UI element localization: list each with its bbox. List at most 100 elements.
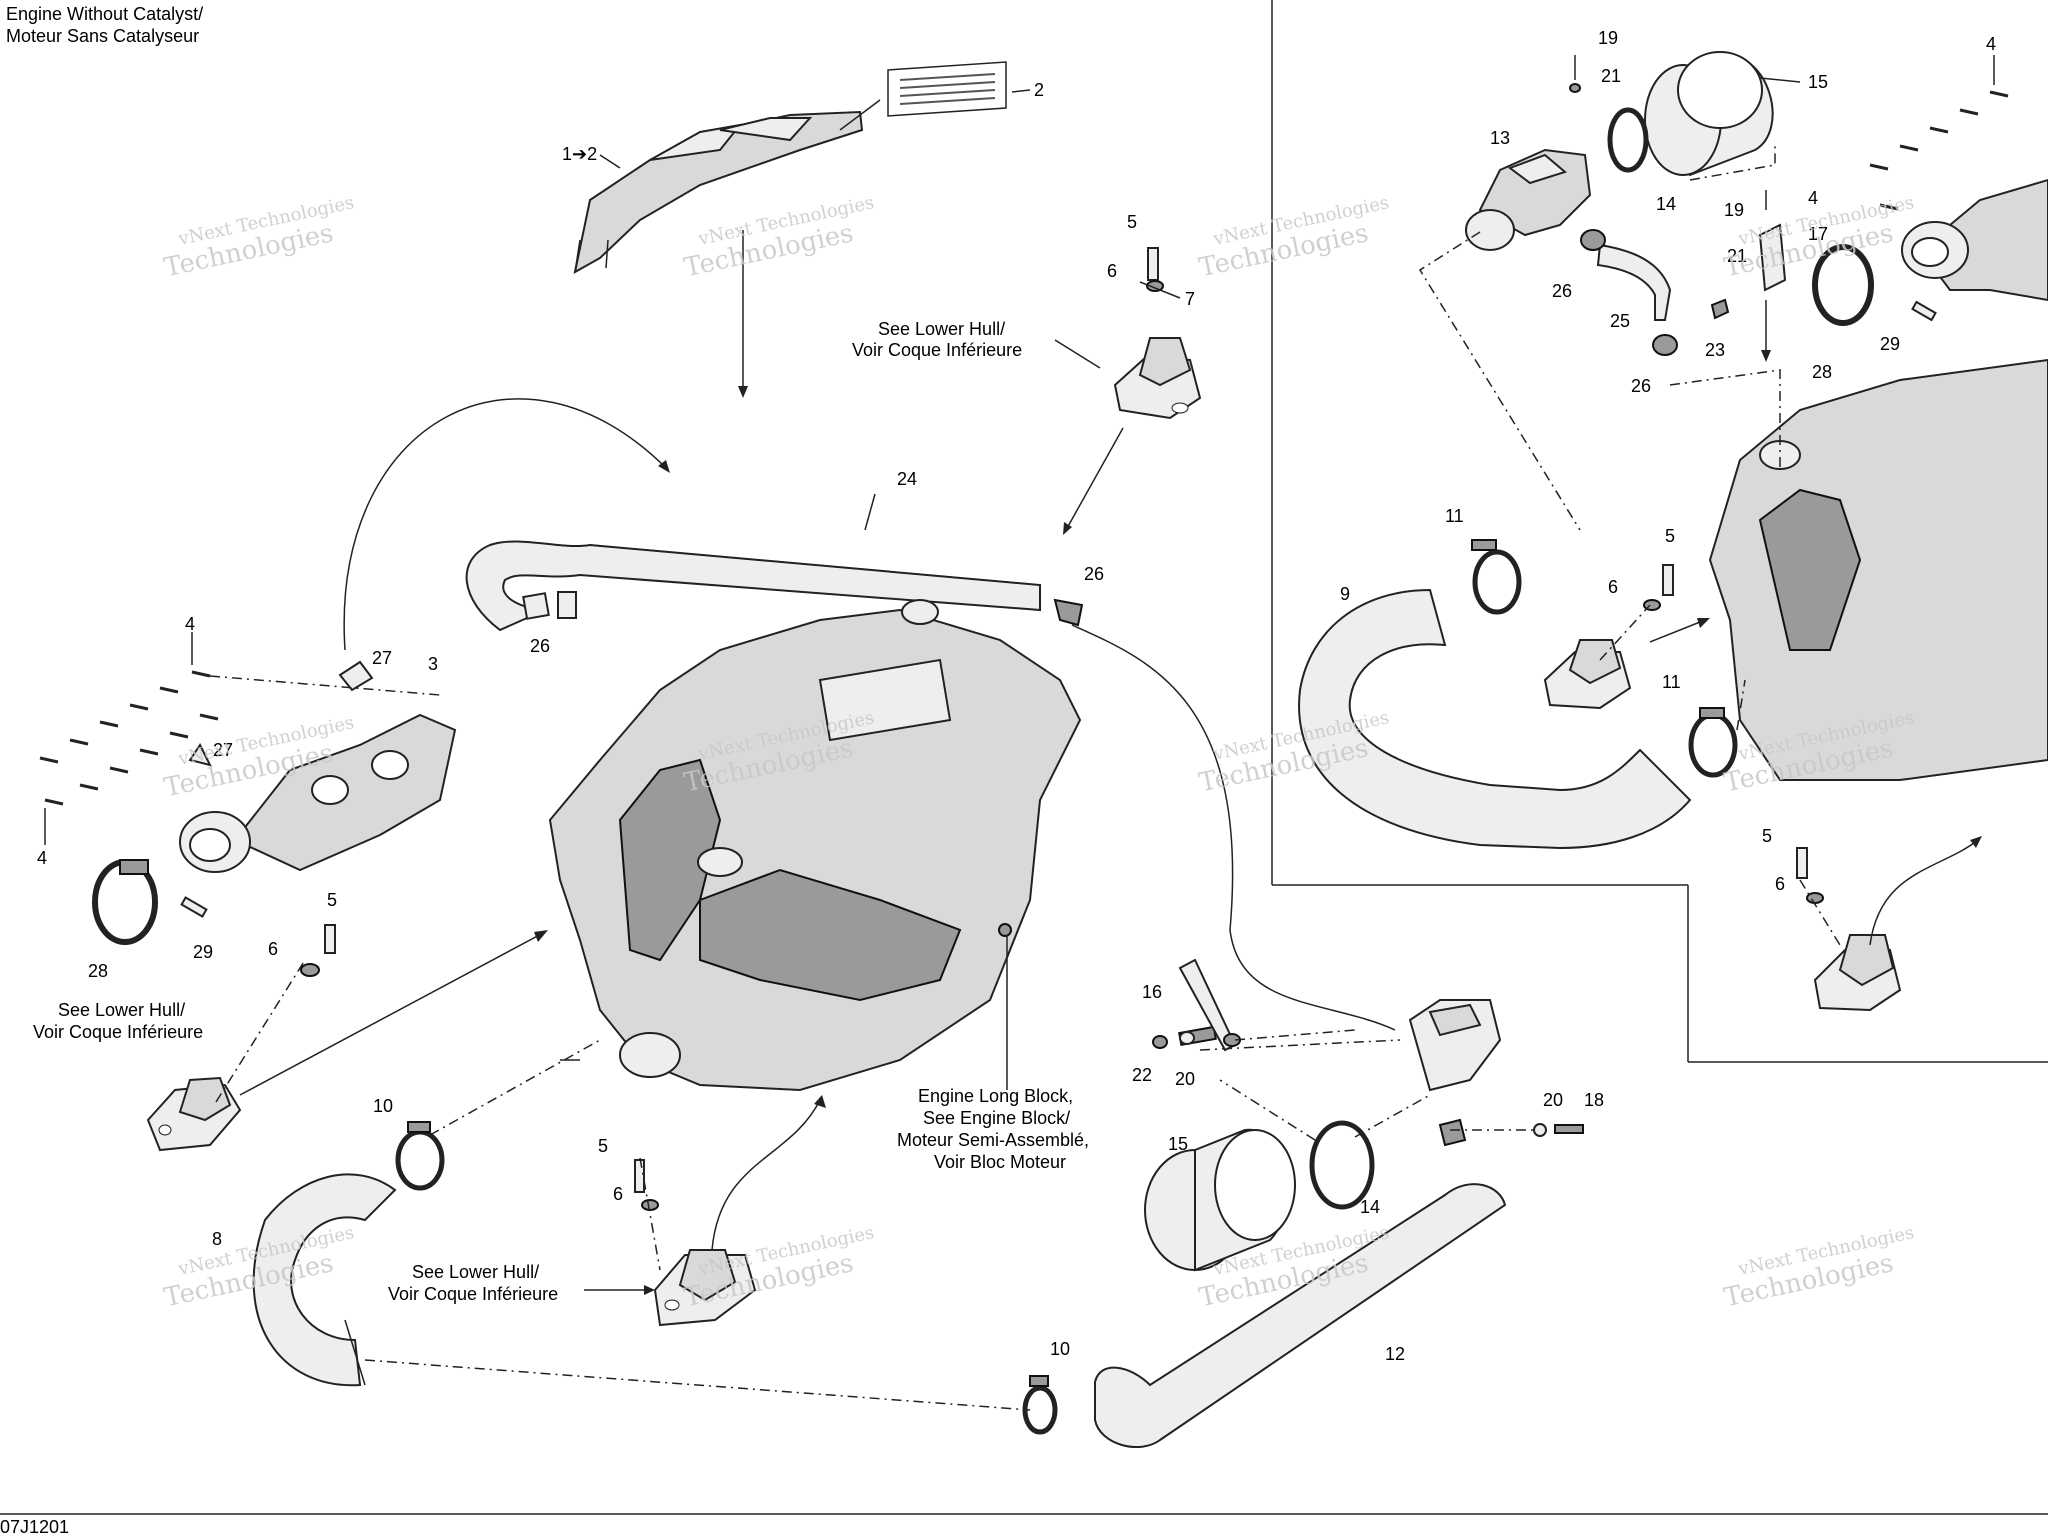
hose-clamp-icon bbox=[92, 859, 208, 945]
callout-1-2: 1➔2 bbox=[562, 144, 597, 164]
intake-manifold-icon bbox=[179, 660, 457, 873]
inset-mount-2-icon bbox=[1813, 934, 1902, 1012]
inset-frame bbox=[1271, 0, 2048, 1063]
inset-intake-icon bbox=[1901, 178, 2048, 302]
callout-9: 9 bbox=[1340, 584, 1350, 604]
callout-11-bottom: 11 bbox=[1662, 672, 1681, 692]
callout-5-center: 5 bbox=[598, 1136, 608, 1156]
callout-26-inset-bottom: 26 bbox=[1631, 376, 1651, 396]
hose-9-icon bbox=[1298, 588, 1692, 850]
note-lower-hull-top-1: See Lower Hull/ bbox=[878, 319, 1005, 339]
watermark-group: vNext Technologies Technologies vNext Te… bbox=[161, 192, 1915, 1313]
engine-cover-icon bbox=[573, 110, 864, 274]
callout-4-left-bottom: 4 bbox=[37, 848, 47, 868]
callout-26-inset-top: 26 bbox=[1552, 281, 1572, 301]
drawing-code: 07J1201 bbox=[0, 1517, 69, 1536]
callout-29-inset: 29 bbox=[1880, 334, 1900, 354]
bolt-set-icon bbox=[39, 670, 219, 806]
bracket-16-icon bbox=[1178, 958, 1241, 1052]
inset-bolt-set-icon bbox=[1869, 90, 2009, 211]
inset-clamp-11-bottom-icon bbox=[1688, 707, 1738, 778]
inset-engine-icon bbox=[1708, 358, 2048, 781]
callout-5-top: 5 bbox=[1127, 212, 1137, 232]
callout-21-top: 21 bbox=[1601, 66, 1621, 86]
inset-mount-1-icon bbox=[1543, 639, 1632, 710]
callout-20-left: 20 bbox=[1175, 1069, 1195, 1089]
note-lower-hull-center-1: See Lower Hull/ bbox=[412, 1262, 539, 1282]
callout-10-left: 10 bbox=[373, 1096, 393, 1116]
note-lower-hull-center-2: Voir Coque Inférieure bbox=[388, 1284, 558, 1304]
engine-mount-icon bbox=[146, 1076, 242, 1152]
inset-air-filter-icon bbox=[1644, 51, 1774, 177]
callout-26-right: 26 bbox=[1084, 564, 1104, 584]
note-lower-hull-left-2: Voir Coque Inférieure bbox=[33, 1022, 203, 1042]
callout-23: 23 bbox=[1705, 340, 1725, 360]
note-engine-block-1: Engine Long Block, bbox=[918, 1086, 1073, 1106]
callout-28-inset: 28 bbox=[1812, 362, 1832, 382]
callout-10-bottom: 10 bbox=[1050, 1339, 1070, 1359]
inset-clamp-11-top-icon bbox=[1471, 539, 1522, 615]
bracket-icon bbox=[1710, 223, 1787, 320]
callout-17: 17 bbox=[1808, 224, 1828, 244]
inset-clamp-14-icon bbox=[1607, 107, 1649, 173]
callout-26-left: 26 bbox=[530, 636, 550, 656]
callout-5-left: 5 bbox=[327, 890, 337, 910]
callout-28-left: 28 bbox=[88, 961, 108, 981]
callout-4-inset: 4 bbox=[1808, 188, 1818, 208]
air-box-icon bbox=[1178, 999, 1502, 1147]
callout-5-inset-bottom: 5 bbox=[1762, 826, 1772, 846]
callout-15-bottom: 15 bbox=[1168, 1134, 1188, 1154]
callout-3: 3 bbox=[428, 654, 438, 674]
callout-6-top: 6 bbox=[1107, 261, 1117, 281]
note-lower-hull-top-2: Voir Coque Inférieure bbox=[852, 340, 1022, 360]
callout-6-center: 6 bbox=[613, 1184, 623, 1204]
callout-19-inset: 19 bbox=[1724, 200, 1744, 220]
engine-block-icon bbox=[548, 599, 1082, 1092]
note-engine-block-3: Moteur Semi-Assemblé, bbox=[897, 1130, 1089, 1150]
clamp-10-bottom-icon bbox=[1022, 1375, 1058, 1435]
callout-22: 22 bbox=[1132, 1065, 1152, 1085]
callout-14-bottom: 14 bbox=[1360, 1197, 1380, 1217]
callout-5-inset: 5 bbox=[1665, 526, 1675, 546]
callout-25: 25 bbox=[1610, 311, 1630, 331]
mount-bolt-icon bbox=[300, 924, 336, 977]
hose-24-icon bbox=[465, 540, 1084, 632]
callout-16: 16 bbox=[1142, 982, 1162, 1002]
callout-19-top: 19 bbox=[1598, 28, 1618, 48]
callout-11-top: 11 bbox=[1445, 506, 1464, 526]
note-engine-block-2: See Engine Block/ bbox=[923, 1108, 1070, 1128]
diagram-title-line1: Engine Without Catalyst/ bbox=[6, 4, 203, 24]
callout-27-top: 27 bbox=[372, 648, 392, 668]
callout-7: 7 bbox=[1185, 289, 1195, 309]
callout-14-inset: 14 bbox=[1656, 194, 1676, 214]
callout-4-left-top: 4 bbox=[185, 614, 195, 634]
callout-6-inset-bottom: 6 bbox=[1775, 874, 1785, 894]
diagram-title-line2: Moteur Sans Catalyseur bbox=[6, 26, 199, 46]
callout-12: 12 bbox=[1385, 1344, 1405, 1364]
throttle-housing-icon bbox=[1465, 148, 1592, 251]
callout-13: 13 bbox=[1490, 128, 1510, 148]
note-lower-hull-left-1: See Lower Hull/ bbox=[58, 1000, 185, 1020]
mount-bolt-center-icon bbox=[634, 1159, 659, 1211]
inset-clamp-28-icon bbox=[1812, 244, 1937, 326]
callout-2: 2 bbox=[1034, 80, 1044, 100]
callout-8: 8 bbox=[212, 1229, 222, 1249]
callout-6-inset: 6 bbox=[1608, 577, 1618, 597]
callout-21-inset: 21 bbox=[1727, 246, 1747, 266]
callout-24: 24 bbox=[897, 469, 917, 489]
callout-4-inset-top: 4 bbox=[1986, 34, 1996, 54]
callout-15-inset: 15 bbox=[1808, 72, 1828, 92]
callout-6-left: 6 bbox=[268, 939, 278, 959]
note-engine-block-4: Voir Bloc Moteur bbox=[934, 1152, 1066, 1172]
vent-hose-icon bbox=[1580, 229, 1678, 356]
warning-label-icon bbox=[887, 61, 1007, 117]
clamp-10-left-icon bbox=[395, 1121, 445, 1191]
engine-mount-center-icon bbox=[653, 1249, 757, 1327]
clamp-14-icon bbox=[1309, 1120, 1375, 1210]
callout-18: 18 bbox=[1584, 1090, 1604, 1110]
air-filter-icon bbox=[1144, 1128, 1296, 1272]
callout-27-lower: 27 bbox=[213, 740, 233, 760]
callout-29-left: 29 bbox=[193, 942, 213, 962]
callout-20-right: 20 bbox=[1543, 1090, 1563, 1110]
